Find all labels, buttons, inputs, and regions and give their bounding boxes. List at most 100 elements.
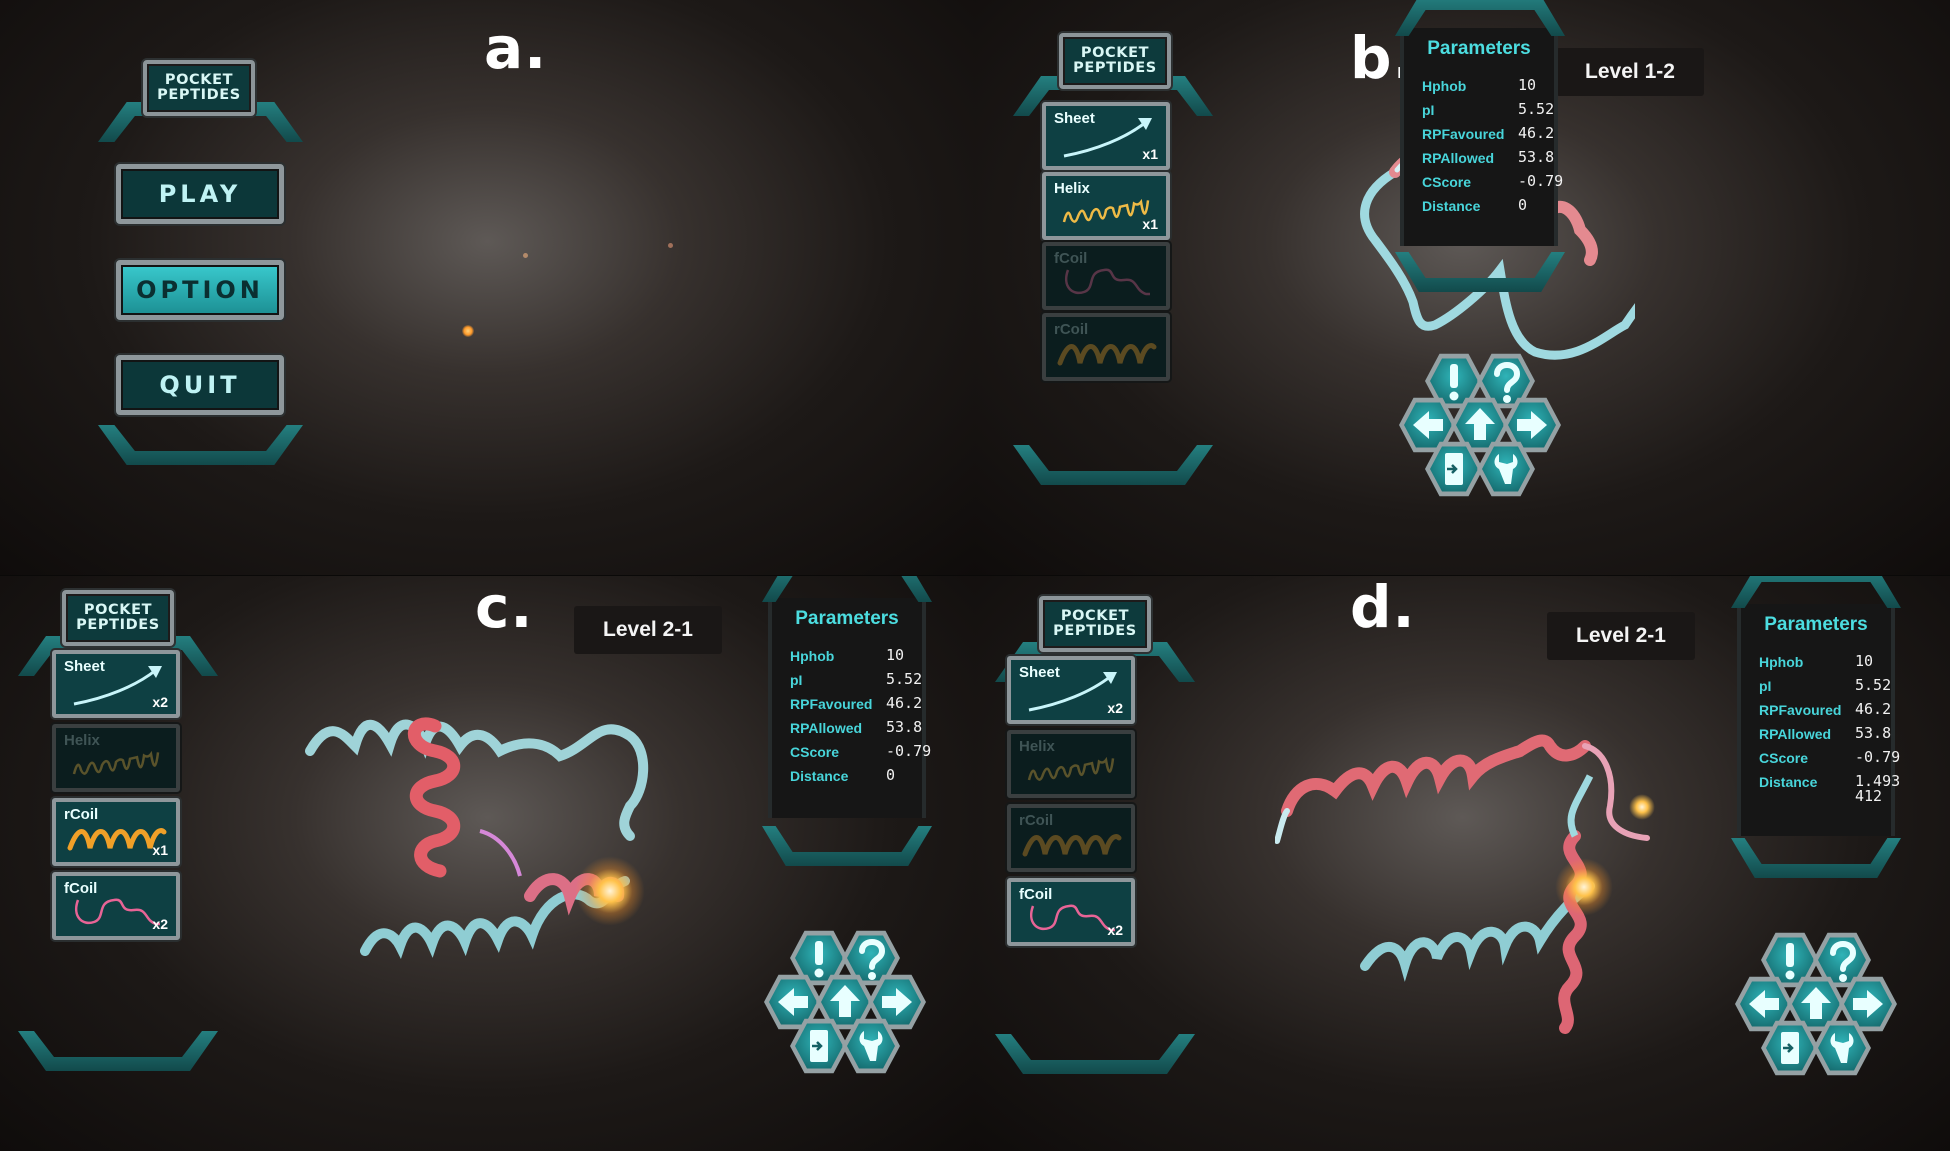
wrench-button[interactable] bbox=[842, 1018, 900, 1074]
arrow-up-icon bbox=[830, 985, 860, 1017]
tool-name: fCoil bbox=[1054, 250, 1088, 267]
param-label: Hphob bbox=[1422, 78, 1467, 94]
play-button[interactable]: PLAY bbox=[116, 164, 284, 224]
tool-card-rcoil[interactable]: rCoil x1 bbox=[52, 798, 180, 866]
arrow-up-icon bbox=[1801, 987, 1831, 1019]
tool-name: fCoil bbox=[64, 880, 98, 897]
arrow-right-icon bbox=[882, 988, 912, 1016]
option-button[interactable]: OPTION bbox=[116, 260, 284, 320]
tool-count: x2 bbox=[1107, 922, 1123, 938]
level-indicator: Level 2-1 bbox=[1547, 612, 1695, 660]
param-value: -0.79 bbox=[1518, 172, 1564, 190]
exit-door-icon bbox=[1445, 453, 1463, 485]
param-value: 0 bbox=[1518, 196, 1528, 214]
toolbox-bracket-bottom bbox=[1013, 445, 1213, 485]
helix-ribbon bbox=[407, 717, 461, 878]
panel-label: a. bbox=[484, 14, 548, 82]
param-value: 46.2 bbox=[1518, 124, 1555, 142]
param-label: CScore bbox=[1759, 750, 1809, 766]
param-row-cscore: CScore -0.79 bbox=[1422, 174, 1563, 194]
param-value: 1.493 412 bbox=[1855, 772, 1901, 805]
tool-card-helix: Helix bbox=[1007, 730, 1135, 798]
param-row-distance: Distance 0 bbox=[1422, 198, 1548, 218]
control-pad bbox=[764, 929, 926, 1079]
panel-a-main-menu: a. POCKET PEPTIDES PLAY OPTION QUIT bbox=[0, 0, 975, 575]
params-bracket-bottom bbox=[1731, 838, 1901, 878]
param-row-cscore: CScore -0.79 bbox=[790, 744, 931, 764]
param-value: 46.2 bbox=[886, 694, 923, 712]
exit-door-icon bbox=[810, 1030, 828, 1062]
wrench-icon bbox=[1830, 1033, 1854, 1063]
param-row-rpfavoured: RPFavoured 46.2 bbox=[790, 696, 922, 716]
tool-name: rCoil bbox=[1019, 812, 1054, 829]
param-label: CScore bbox=[1422, 174, 1472, 190]
param-label: pI bbox=[1759, 678, 1772, 694]
param-value: 10 bbox=[1855, 652, 1874, 670]
tool-name: Helix bbox=[64, 732, 100, 749]
help-icon bbox=[859, 939, 886, 980]
control-pad bbox=[1399, 352, 1561, 502]
helix-ribbon bbox=[305, 719, 649, 841]
tool-card-rcoil: rCoil bbox=[1007, 804, 1135, 872]
alert-icon bbox=[814, 941, 824, 978]
tool-card-helix[interactable]: Helix x1 bbox=[1042, 172, 1170, 240]
param-label: Hphob bbox=[790, 648, 835, 664]
param-row-pi: pI 5.52 bbox=[1759, 678, 1891, 698]
quit-button[interactable]: QUIT bbox=[116, 355, 284, 415]
exit-door-icon bbox=[1781, 1032, 1799, 1064]
exit-door-button[interactable] bbox=[790, 1018, 848, 1074]
tool-card-rcoil: rCoil bbox=[1042, 313, 1170, 381]
tool-card-helix: Helix bbox=[52, 724, 180, 792]
menu-bracket-bottom bbox=[98, 425, 303, 465]
protein-structure bbox=[305, 717, 649, 960]
tool-count: x1 bbox=[1142, 216, 1158, 232]
param-value: -0.79 bbox=[886, 742, 932, 760]
param-value: 46.2 bbox=[1855, 700, 1892, 718]
param-label: RPFavoured bbox=[790, 696, 873, 712]
particle bbox=[462, 325, 474, 337]
param-value: 53.8 bbox=[1518, 148, 1555, 166]
params-bracket-top bbox=[1731, 576, 1901, 608]
param-value: 0 bbox=[886, 766, 896, 784]
level-indicator: Level 1-2 bbox=[1556, 48, 1704, 96]
tool-name: Helix bbox=[1054, 180, 1090, 197]
param-value: -0.79 bbox=[1855, 748, 1901, 766]
active-residue-glow bbox=[1555, 858, 1613, 916]
panel-label: d. bbox=[1350, 576, 1416, 641]
helix-ribbon bbox=[1281, 734, 1591, 817]
toolbox-bracket-bottom bbox=[995, 1034, 1195, 1074]
arrow-left-icon bbox=[778, 988, 808, 1016]
params-bracket-top bbox=[762, 576, 932, 602]
tool-count: x1 bbox=[1142, 146, 1158, 162]
tool-name: rCoil bbox=[64, 806, 99, 823]
protein-structure bbox=[1275, 734, 1650, 1034]
param-label: Distance bbox=[1422, 198, 1481, 214]
param-label: CScore bbox=[790, 744, 840, 760]
tool-count: x1 bbox=[152, 842, 168, 858]
active-residue-glow bbox=[575, 856, 645, 926]
helix-ribbon bbox=[1360, 881, 1595, 982]
param-label: pI bbox=[790, 672, 803, 688]
arrow-right-icon bbox=[1853, 990, 1883, 1018]
arrow-right-icon bbox=[1517, 411, 1547, 439]
param-value: 5.52 bbox=[1855, 676, 1892, 694]
coil-ribbon bbox=[1360, 167, 1635, 360]
